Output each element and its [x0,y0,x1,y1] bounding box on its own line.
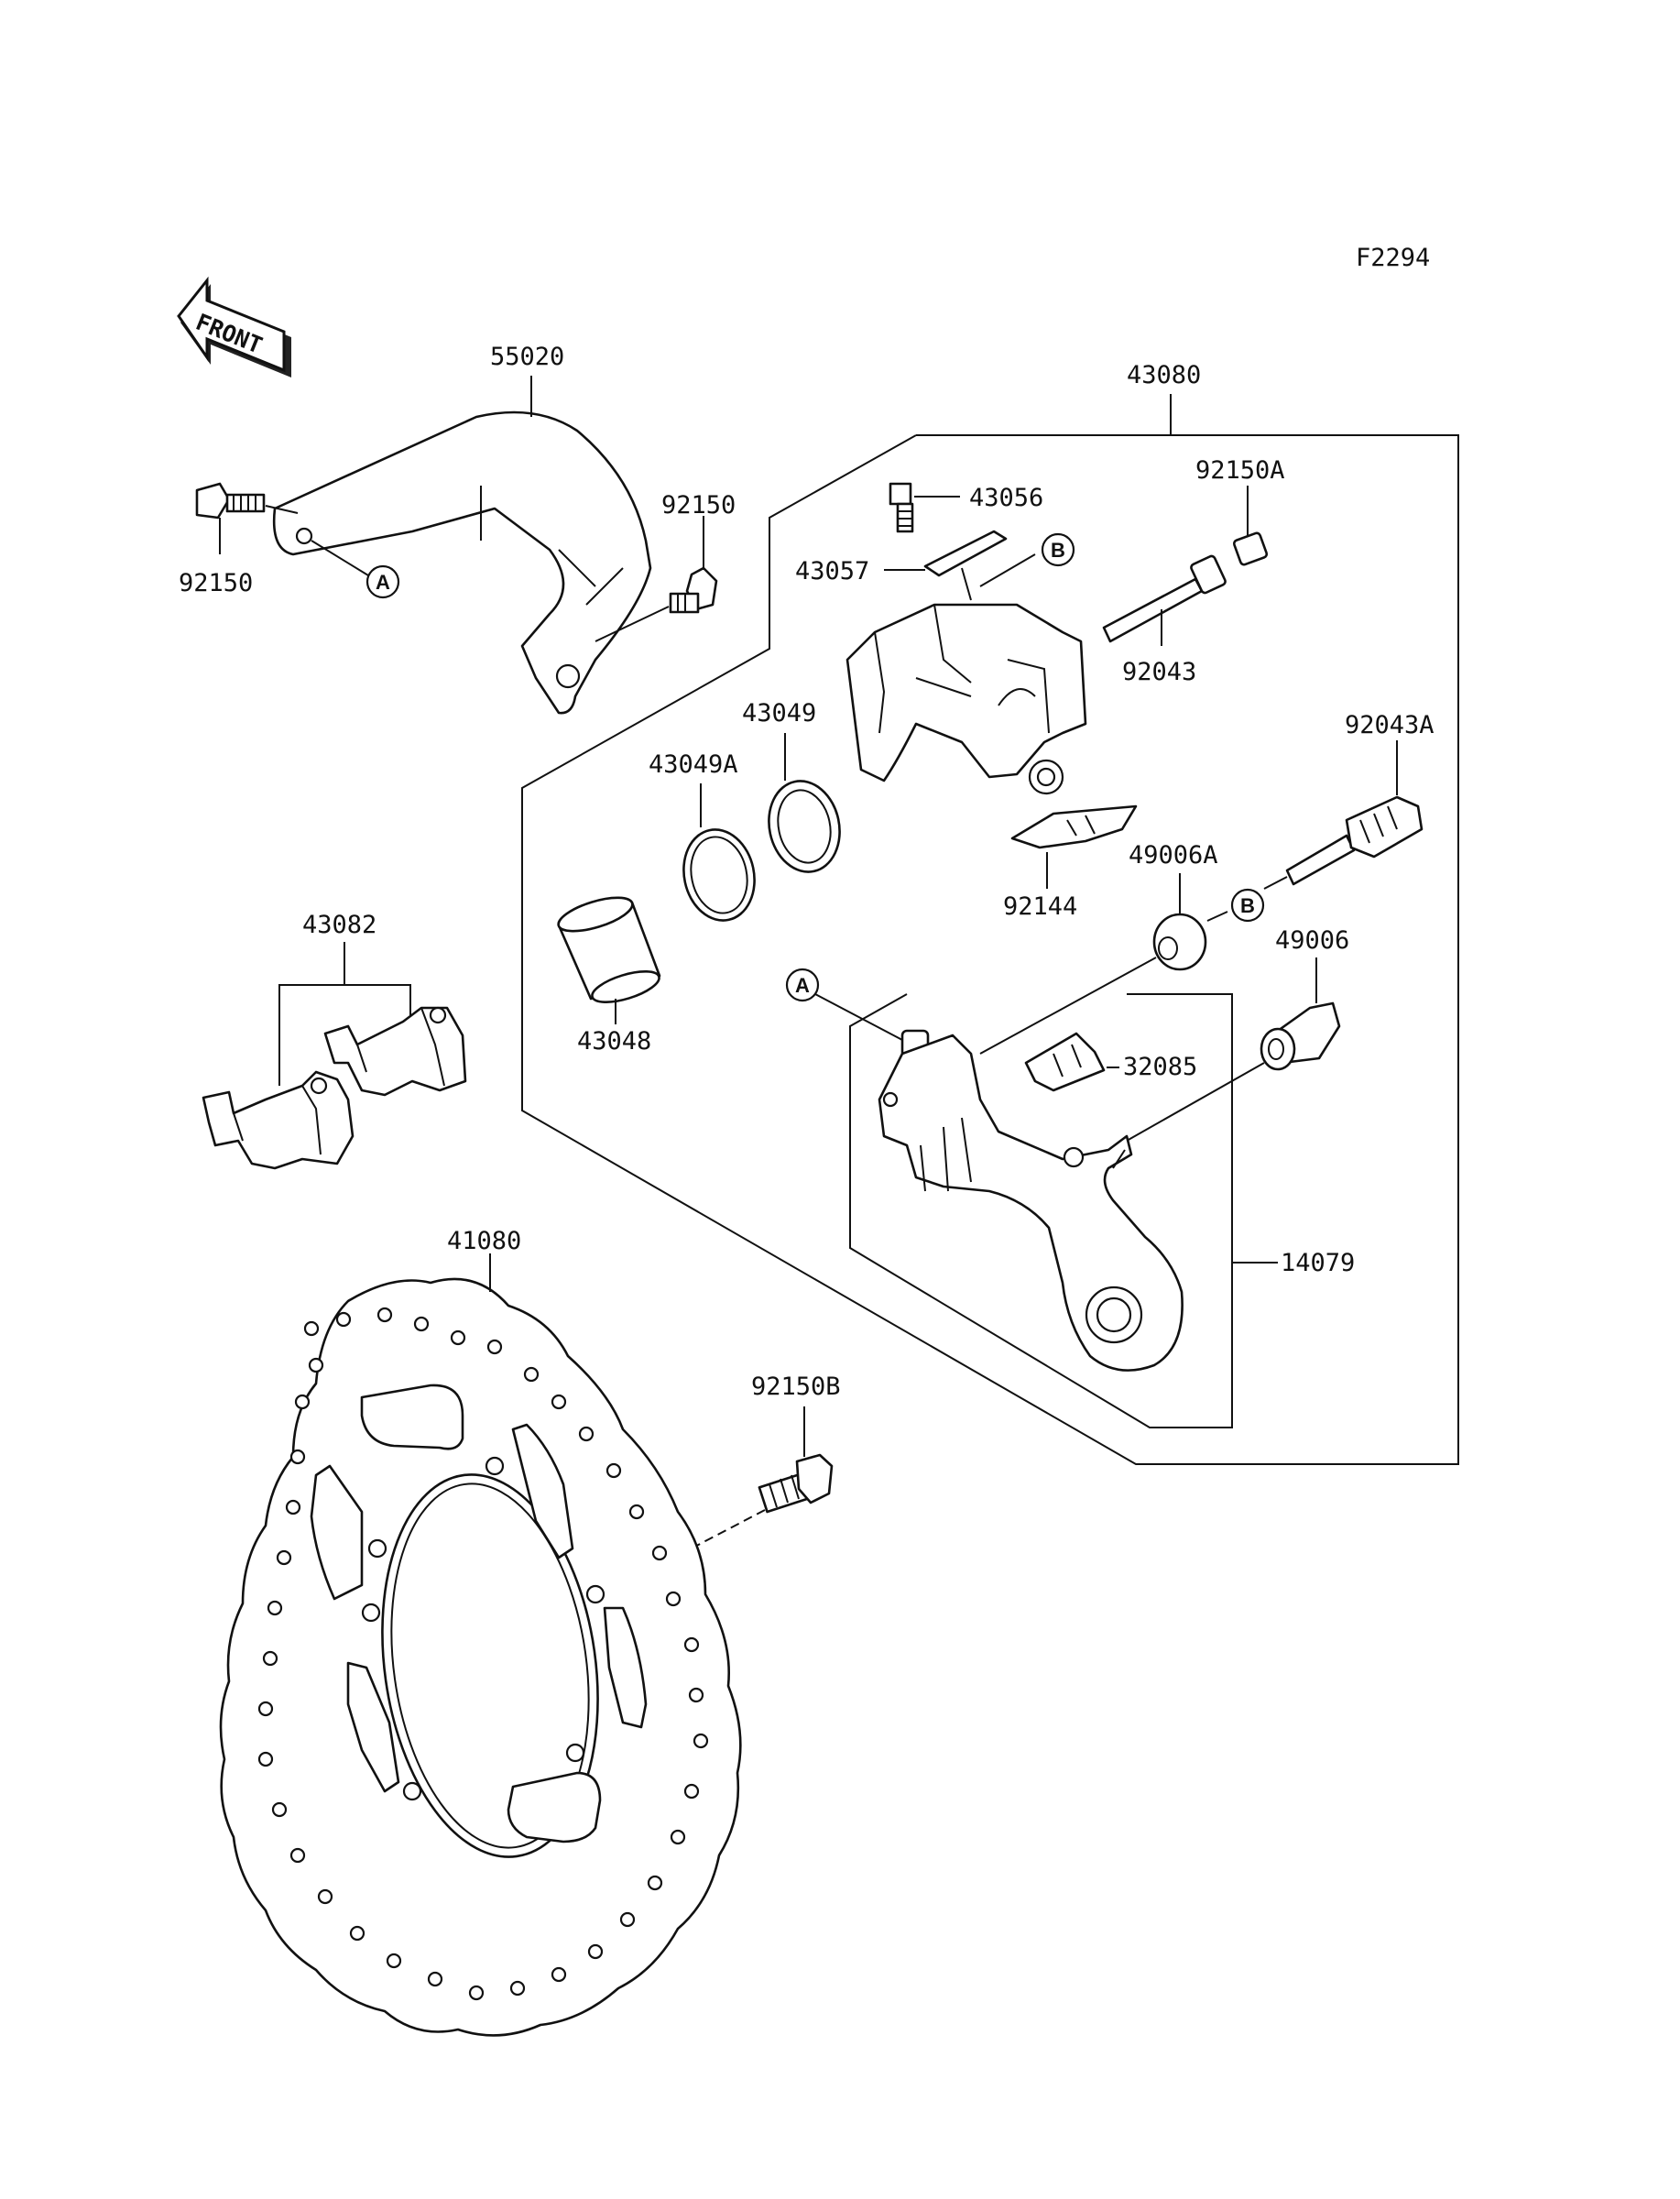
ref-A-bracket: A [785,968,820,1002]
label-43057: 43057 [795,557,869,585]
label-92043: 92043 [1122,658,1196,686]
label-49006A: 49006A [1129,841,1218,870]
ref-B-pin: B [1230,888,1265,923]
svg-text:A: A [376,571,390,594]
pin-92043A [1285,795,1424,886]
caliper-guard-55020 [272,410,652,715]
label-49006: 49006 [1275,926,1349,955]
label-92150-mid: 92150 [661,491,736,520]
label-92150-left: 92150 [179,569,253,597]
label-92150A: 92150A [1195,456,1285,485]
brake-disc-41080 [219,1277,742,2037]
pin-92043 [1102,554,1227,643]
label-55020: 55020 [490,343,564,371]
label-14079: 14079 [1281,1249,1355,1277]
bolt-92150-mid [669,566,718,614]
brake-pads-43082 [202,1006,467,1170]
kit-43080-outline [521,434,1459,1465]
sleeve-49006 [1260,1001,1341,1071]
bracket-14079-outline [849,993,1233,1428]
bolt-92150B [758,1453,834,1514]
label-92150B: 92150B [751,1373,841,1401]
caliper-body [845,603,1087,795]
spring-43057 [923,530,1008,577]
spring-92144 [1010,804,1138,849]
figure-code: F2294 [1356,244,1430,272]
piston-43048 [557,896,661,1003]
ref-A-guard: A [365,564,400,599]
label-41080: 41080 [447,1227,521,1255]
label-43082: 43082 [302,911,376,939]
label-43049: 43049 [742,699,816,728]
boot-49006A [1152,913,1207,971]
seal-43049A [682,828,756,922]
bleeder-43056 [889,482,914,533]
label-43080: 43080 [1127,361,1201,389]
svg-text:B: B [1051,539,1065,562]
svg-text:B: B [1240,894,1255,917]
label-92043A: 92043A [1345,711,1435,739]
bolt-92150-left [195,482,266,520]
label-43049A: 43049A [649,750,738,779]
svg-text:A: A [795,974,810,997]
label-32085: 32085 [1123,1053,1197,1081]
front-arrow-icon: FRONT [177,276,291,377]
plug-92150A [1232,531,1269,566]
label-43048: 43048 [577,1027,651,1056]
seal-43049 [768,780,841,873]
caliper-bracket-14079 [878,1034,1184,1372]
ref-B-caliper: B [1041,532,1075,567]
retainer-32085 [1024,1032,1106,1092]
label-92144: 92144 [1003,892,1077,921]
label-43056: 43056 [969,484,1043,512]
